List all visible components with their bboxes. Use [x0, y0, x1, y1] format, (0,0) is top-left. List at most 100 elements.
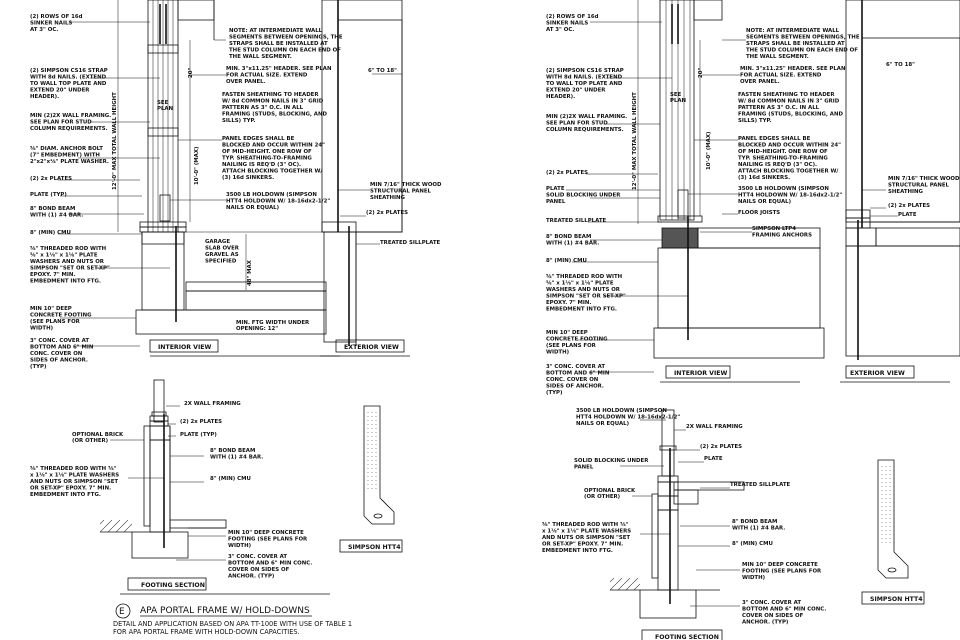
r-note-cover-3: CONC. COVER ON	[546, 377, 599, 383]
r-note-cover-2: BOTTOM AND 6" MIN	[546, 371, 610, 377]
ftg-cover-2: BOTTOM AND 6" MIN CONC.	[228, 561, 312, 567]
note-panel-2: BLOCKED AND OCCUR WITHIN 24"	[222, 143, 325, 149]
rf-plate: PLATE	[704, 456, 723, 462]
rf-foot-1: MIN 10" DEEP CONCRETE	[742, 562, 818, 568]
r-note-rod-2: ⅝" x 1⅛" x 1⅛" PLATE	[546, 281, 614, 287]
note-sinker-1: (2) ROWS OF 16d	[30, 14, 83, 20]
ftg-rod-4: OR SET-XP" EPOXY. 7" MIN.	[30, 486, 111, 492]
rf-cover-1: 3" CONC. COVER AT	[742, 600, 801, 606]
strap-nails	[159, 4, 167, 44]
r-note-rod-4: SIMPSON "SET OR SET-XP"	[546, 294, 626, 300]
r-note-ftg-1: MIN 10" DEEP	[546, 330, 588, 336]
left-footing-section: FOOTING SECTION 2X WALL FRAMING (2) 2x P…	[30, 379, 403, 595]
note-garage-2: SLAB OVER	[205, 246, 240, 252]
note-fasten-3: PATTERN AS 3" O.C. IN ALL	[222, 105, 304, 111]
svg-text:OPTIONAL BRICK(OR OTHER): OPTIONAL BRICK(OR OTHER)	[584, 488, 636, 500]
r-note-holdown-1: 3500 LB HOLDOWN (SIMPSON	[738, 186, 829, 192]
ftg-plates: (2) 2x PLATES	[180, 419, 222, 425]
r-note-strap-2: WITH 8d NAILS. (EXTEND	[546, 75, 623, 81]
r-note-cmu: 8" (MIN) CMU	[546, 258, 587, 264]
note-framing-2: SEE PLAN FOR STUD	[30, 120, 92, 126]
label-footing-section: FOOTING SECTION	[141, 582, 205, 589]
note-panel-4: TYP. SHEATHING-TO-FRAMING	[222, 156, 312, 162]
ftg-plate-typ: PLATE (TYP)	[180, 432, 217, 438]
rf-bond-1: 8" BOND BEAM	[732, 519, 777, 525]
r-note-framing-3: COLUMN REQUIREMENTS.	[546, 127, 624, 133]
note-panel-1: PANEL EDGES SHALL BE	[222, 136, 295, 142]
r-note-lt-2: FRAMING ANCHORS	[752, 233, 812, 239]
note-fasten-2: W/ 8d COMMON NAILS IN 3" GRID	[222, 99, 324, 105]
note-rod-1: ⅝" THREADED ROD WITH	[30, 246, 107, 252]
rf-foot-3: WIDTH)	[742, 575, 765, 581]
rf-holdown-1: 3500 LB HOLDOWN (SIMPSON	[576, 408, 667, 414]
r-note-sinker-1: (2) ROWS OF 16d	[546, 14, 599, 20]
rf-cmu: 8" (MIN) CMU	[732, 541, 773, 547]
svg-text:⅝" DIAM. ANCHOR BOLT(7" EMBEDM: ⅝" DIAM. ANCHOR BOLT(7" EMBEDMENT) WITH2…	[30, 146, 109, 165]
r-note-header-1: MIN. 3"x11.25" HEADER. SEE PLAN	[740, 66, 846, 72]
note-sheath-2: STRUCTURAL PANEL	[370, 189, 432, 195]
r-note-sheath-1: MIN 7/16" THICK WOOD	[888, 176, 960, 182]
note-cover-5: (TYP)	[30, 364, 46, 370]
r-note-block-1: SOLID BLOCKING UNDER	[546, 193, 621, 199]
note-panel-7: (3) 16d SINKERS.	[222, 175, 274, 181]
r-note-sill: TREATED SILLPLATE	[546, 218, 607, 224]
label-simpson-left: SIMPSON HTT4	[348, 544, 401, 551]
r-note-header-3: OVER PANEL.	[740, 79, 780, 85]
r-note-panel-7: (3) 16d SINKERS.	[738, 175, 790, 181]
note-anchor-3: 2"x2"x⅛" PLATE WASHER.	[30, 159, 109, 165]
note-framing-1: MIN (2)2X WALL FRAMING.	[30, 113, 111, 119]
r-note-panel-6: ATTACH BLOCKING TOGETHER W/	[738, 169, 838, 175]
r-dim-10ft: 10'-0" (MAX)	[706, 132, 712, 170]
note-ftg-3: (SEE PLANS FOR	[30, 319, 81, 325]
note-panel-6: ATTACH BLOCKING TOGETHER W/	[222, 169, 322, 175]
simpson-htt4-icon	[363, 405, 395, 525]
left-interior-view	[117, 0, 340, 357]
r-note-int-2: SEGMENTS BETWEEN OPENINGS, THE	[746, 35, 860, 41]
r-note-int-5: THE WALL SEGMENT.	[746, 54, 809, 60]
ftg-foot-2: FOOTING (SEE PLANS FOR	[228, 537, 308, 543]
note-cover-1: 3" CONC. COVER AT	[30, 338, 89, 344]
left-exterior-view	[320, 0, 410, 357]
rf-rod-1: ⅝" THREADED ROD WITH ⅝"	[542, 522, 629, 528]
ftg-rod-5: EMBEDMENT INTO FTG.	[30, 492, 101, 498]
note-rod-3: WASHERS AND NUTS OR	[30, 259, 105, 265]
dim-wall-height: 12'-0" MAX TOTAL WALL HEIGHT	[112, 92, 118, 190]
detail-line-1: DETAIL AND APPLICATION BASED ON APA TT-1…	[113, 620, 352, 628]
dim-20: 20"	[188, 67, 194, 78]
note-ftg-2: CONCRETE FOOTING	[30, 313, 92, 319]
note-see-2: PLAN	[157, 106, 174, 112]
note-strap-5: HEADER).	[30, 94, 59, 100]
note-holdown-1: 3500 LB HOLDOWN (SIMPSON	[226, 192, 317, 198]
rf-2x-wall: 2X WALL FRAMING	[686, 424, 743, 430]
rf-sill: TREATED SILLPLATE	[730, 482, 791, 488]
r-label-interior: INTERIOR VIEW	[674, 370, 727, 377]
note-int-5: THE WALL SEGMENT.	[229, 54, 292, 60]
note-minftg-1: MIN. FTG WIDTH UNDER	[236, 320, 310, 326]
rf-brick-2: (OR OTHER)	[584, 494, 620, 500]
r-note-cover-4: SIDES OF ANCHOR.	[546, 384, 604, 390]
r-dim-20: 20"	[698, 67, 704, 78]
ftg-cover-4: ANCHOR. (TYP)	[228, 574, 274, 580]
note-cover-3: CONC. COVER ON	[30, 351, 83, 357]
ftg-brick-1: OPTIONAL BRICK	[72, 432, 124, 438]
r-note-strap-3: TO WALL TOP PLATE AND	[546, 81, 623, 87]
ftg-foot-1: MIN 10" DEEP CONCRETE	[228, 530, 304, 536]
r-note-header-2: FOR ACTUAL SIZE. EXTEND	[740, 73, 822, 79]
ftg-bond-2: WITH (1) #4 BAR.	[210, 455, 263, 461]
note-sinker-2: SINKER NAILS	[30, 21, 72, 27]
